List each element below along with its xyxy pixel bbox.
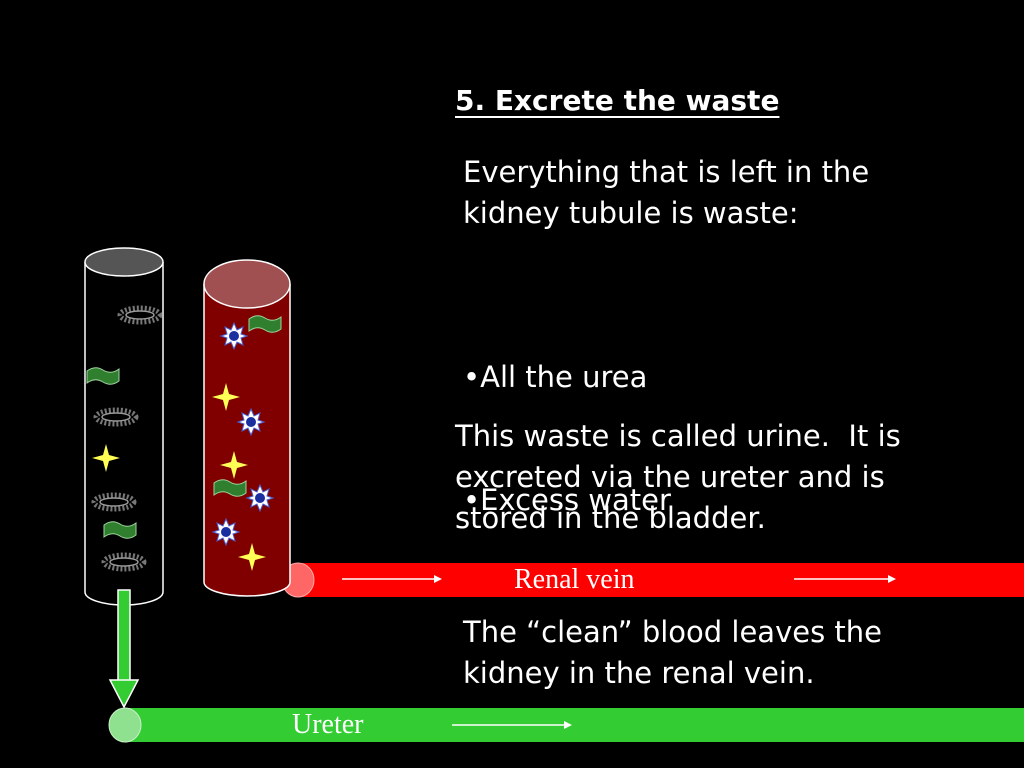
waste-intro-text: Everything that is left in the kidney tu…: [463, 155, 870, 230]
waste-bullet-list: •All the urea •Excess water: [463, 275, 671, 562]
blood-cell-icon: [220, 322, 248, 350]
bullet-excess-water: •Excess water: [463, 483, 671, 517]
slide-title: 5. Excrete the waste: [455, 84, 780, 117]
kidney-tubule: [84, 247, 164, 606]
renal-vein-flow-arrow-right: [794, 575, 896, 583]
renal-vein-label: Renal vein: [514, 564, 635, 595]
clean-blood-text: The “clean” blood leaves the kidney in t…: [463, 615, 882, 690]
blood-cell-icon: [246, 484, 274, 512]
renal-vein-flow-arrow-left: [342, 575, 442, 583]
ureter-bar: [108, 707, 1024, 743]
bullet-urea: •All the urea: [463, 360, 648, 394]
ureter-flow-arrow: [452, 721, 572, 729]
urine-text: This waste is called urine. It is excret…: [455, 419, 901, 535]
blood-cell-icon: [237, 408, 265, 436]
ureter-label: Ureter: [292, 709, 364, 740]
renal-vein-bar: [281, 562, 1024, 598]
down-arrow-icon: [108, 589, 140, 709]
blood-cell-icon: [212, 518, 240, 546]
